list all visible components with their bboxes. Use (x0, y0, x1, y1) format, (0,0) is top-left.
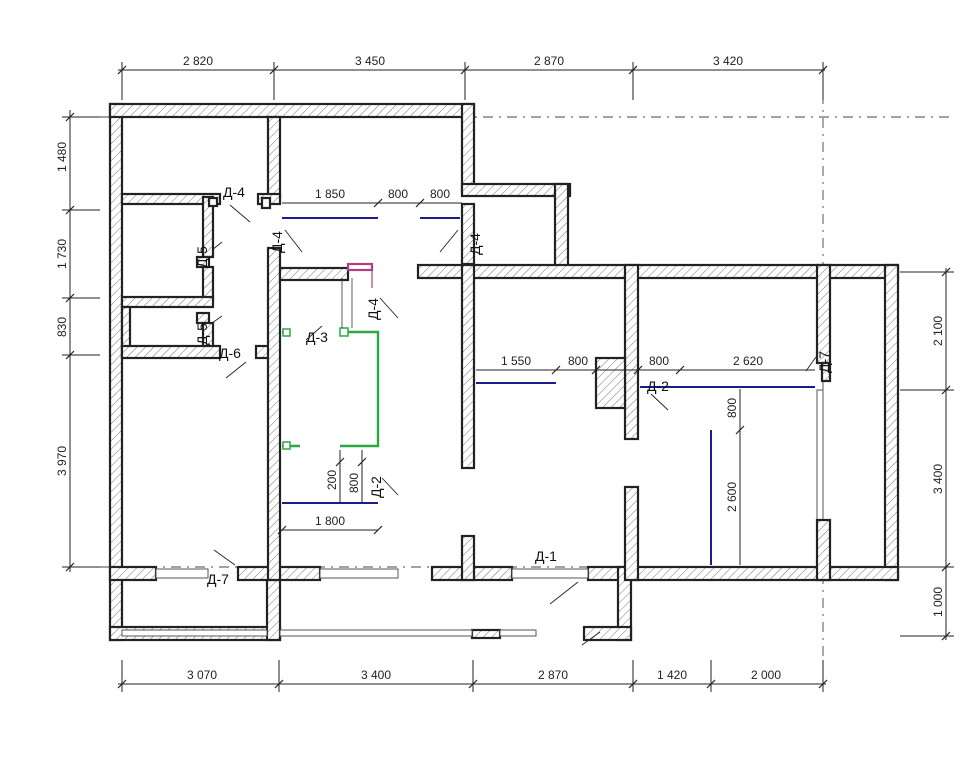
door-label-d5-upper: Д-5 (194, 246, 210, 268)
dim-inner-800b: 800 (430, 187, 450, 201)
dim-top-2: 3 450 (355, 54, 385, 68)
door-label-d7-right: Д-7 (816, 351, 832, 373)
dim-inner-800e: 800 (725, 398, 739, 418)
wall-notches (207, 196, 374, 288)
right-dimension-chain: 2 100 3 400 1 000 (900, 267, 954, 641)
dim-right-2: 3 400 (931, 464, 945, 494)
dim-inner-1850: 1 850 (315, 187, 345, 201)
dim-inner-800a: 800 (388, 187, 408, 201)
dim-left-3: 830 (55, 317, 69, 337)
door-label-d3: Д-3 (306, 329, 328, 345)
dim-left-1: 1 480 (55, 142, 69, 172)
door-label-d4-vert-right: Д-4 (467, 233, 483, 255)
dim-inner-800d: 800 (649, 354, 669, 368)
dim-bottom-4: 1 420 (657, 668, 687, 682)
door-label-d1: Д-1 (535, 548, 557, 564)
dim-inner-2600: 2 600 (725, 482, 739, 512)
door-label-d2-right: Д-2 (647, 378, 669, 394)
door-label-d4-vert-mid: Д-4 (365, 298, 381, 320)
dim-right-1: 2 100 (931, 316, 945, 346)
bottom-dimension-chain: 3 070 3 400 2 870 1 420 2 000 (117, 660, 828, 692)
dim-inner-2620: 2 620 (733, 354, 763, 368)
dim-top-3: 2 870 (534, 54, 564, 68)
dim-inner-1550: 1 550 (501, 354, 531, 368)
dim-bottom-1: 3 070 (187, 668, 217, 682)
dim-bottom-3: 2 870 (538, 668, 568, 682)
walls (108, 102, 900, 642)
door-label-d5-lower: Д-5 (194, 323, 210, 345)
top-dimension-chain: 2 820 3 450 2 870 3 420 (117, 54, 828, 100)
dim-inner-1800: 1 800 (315, 514, 345, 528)
dim-right-3: 1 000 (931, 587, 945, 617)
dim-top-1: 2 820 (183, 54, 213, 68)
green-partition (282, 278, 380, 450)
dim-left-2: 1 730 (55, 239, 69, 269)
dim-left-4: 3 970 (55, 446, 69, 476)
door-label-d6: Д-6 (219, 345, 241, 361)
dim-bottom-2: 3 400 (361, 668, 391, 682)
door-label-d7-bottom: Д-7 (207, 571, 229, 587)
dim-top-4: 3 420 (713, 54, 743, 68)
inner-dimensions: 1 850 800 800 1 550 800 800 2 620 800 2 … (277, 187, 815, 565)
dim-inner-200: 200 (325, 470, 339, 490)
dim-bottom-5: 2 000 (751, 668, 781, 682)
door-label-d4-vert-left: Д-4 (269, 231, 285, 253)
dim-inner-800c: 800 (568, 354, 588, 368)
dim-inner-800f: 800 (347, 473, 361, 493)
left-dimension-chain: 1 480 1 730 830 3 970 (55, 110, 100, 572)
door-label-d2-left: Д-2 (368, 476, 384, 498)
door-labels: Д-4 Д-4 Д-4 Д-4 Д-5 Д-5 Д-6 Д-3 Д-2 Д-2 … (194, 184, 832, 646)
door-label-d4-top: Д-4 (223, 184, 245, 200)
